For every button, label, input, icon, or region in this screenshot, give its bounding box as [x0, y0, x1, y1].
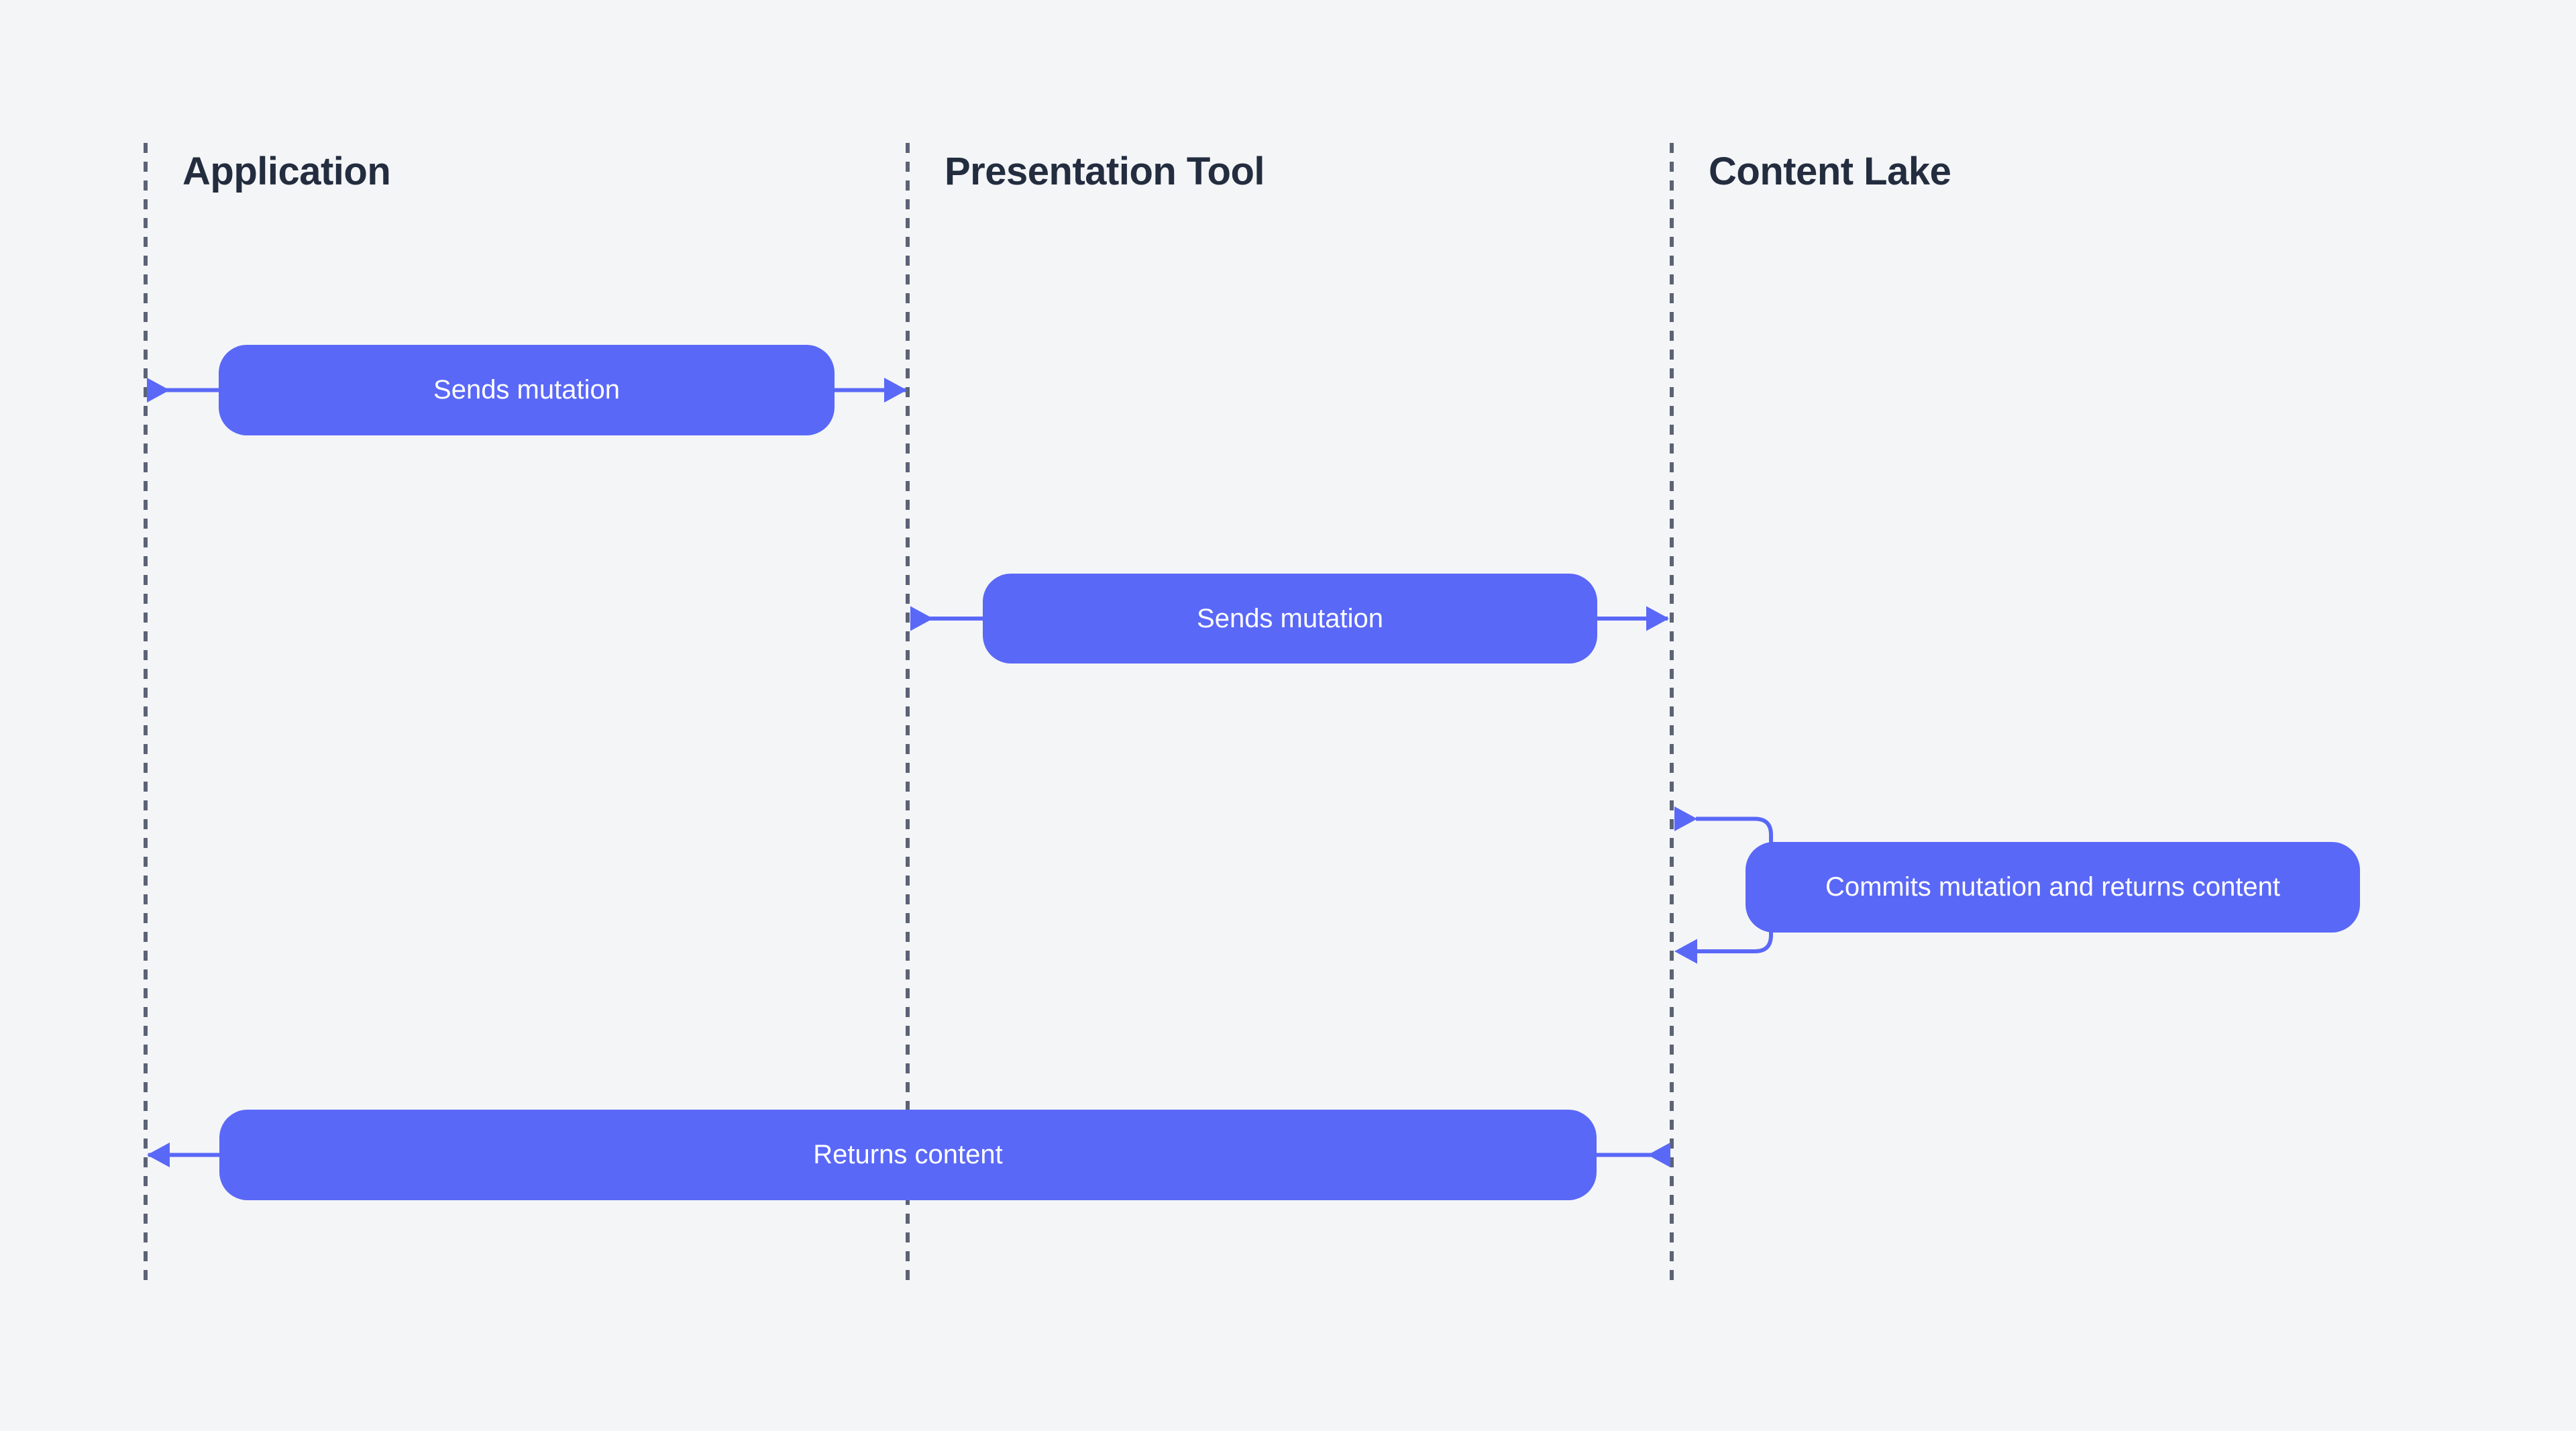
actor-label-presentation-tool: Presentation Tool [945, 150, 1265, 193]
arrowhead-right-icon [1646, 606, 1669, 631]
actor-label-content-lake: Content Lake [1709, 150, 1951, 193]
message-box-sends-mutation-1: Sends mutation [219, 345, 835, 435]
arrowhead-right-icon [147, 378, 170, 403]
actor-label-application: Application [182, 150, 391, 193]
arrowhead-right-icon [884, 378, 907, 403]
message-box-returns-content: Returns content [219, 1110, 1597, 1200]
arrowhead-left-icon [147, 1143, 170, 1167]
message-box-sends-mutation-2: Sends mutation [983, 574, 1597, 664]
arrowhead-right-icon [1674, 806, 1697, 831]
arrowhead-left-icon [1674, 939, 1697, 964]
arrowhead-left-icon [1648, 1143, 1670, 1167]
message-box-commits-mutation: Commits mutation and returns content [1746, 842, 2360, 933]
arrowhead-right-icon [910, 606, 933, 631]
